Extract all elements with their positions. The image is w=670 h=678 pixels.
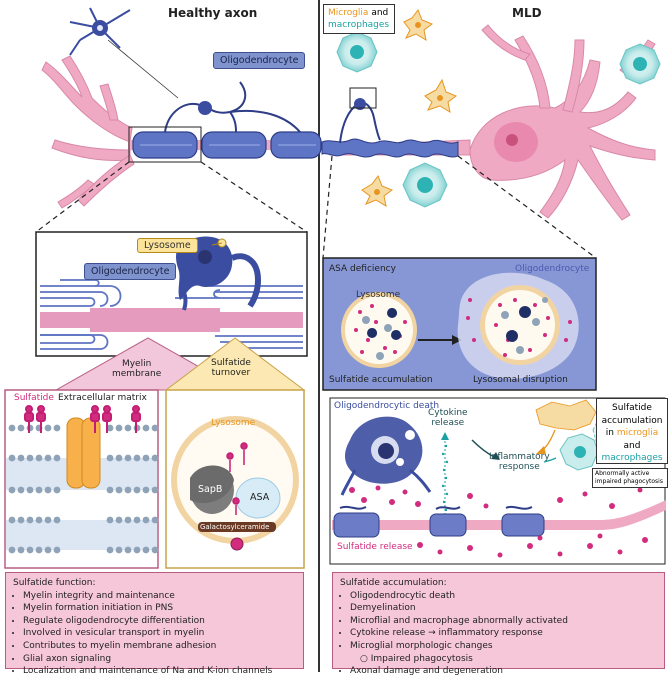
zoom-myelin <box>40 279 303 350</box>
mld-oligodendrocyte-label: Oligodendrocyte <box>515 264 590 274</box>
small-neuron-icon <box>69 7 179 99</box>
callout-line1: Sulfatide <box>612 403 652 413</box>
sulfatide-accumulation-box: Sulfatide accumulation: Oligodendrocytic… <box>332 572 665 676</box>
oligodendrocyte-label: Oligodendrocyte <box>213 52 306 69</box>
list-item: Axonal damage and degeneration <box>350 665 657 678</box>
accumulation-list: Oligodendrocytic death Demyelination Mic… <box>340 590 657 678</box>
disrupted-lysosome <box>466 285 572 365</box>
turnover-sulfatides <box>226 442 248 515</box>
lipid-heads <box>8 424 159 554</box>
sulfatide-function-box: Sulfatide function: Myelin integrity and… <box>5 572 304 676</box>
list-item: Microglial morphologic changes <box>350 640 657 653</box>
oligodendrocytic-death-label: Oligodendrocytic death <box>334 401 440 411</box>
sulfatide-label: Sulfatide <box>14 393 54 403</box>
mld-title: MLD <box>512 6 542 20</box>
and-word: and <box>371 8 389 18</box>
zoom-lysosome-label: Lysosome <box>137 238 198 253</box>
activated-microglia <box>535 399 597 431</box>
list-item: Involved in vesicular transport in myeli… <box>23 627 296 640</box>
sulfatide-turnover-title: Sulfatide turnover <box>211 358 251 378</box>
callout-macrophages: macrophages <box>601 453 663 463</box>
asa-deficiency-label: ASA deficiency <box>329 264 396 274</box>
released-sulfatide-dots <box>349 485 648 558</box>
function-heading: Sulfatide function: <box>13 578 96 588</box>
membrane-bilayer <box>6 428 157 550</box>
healthy-oligodendrocyte <box>164 81 301 133</box>
healthy-neuron <box>41 55 135 209</box>
list-item: Demyelination <box>350 602 657 615</box>
abnormal-activity-note: Abnormally active impaired phagocytosis <box>592 468 668 488</box>
sulfatide-release-label: Sulfatide release <box>337 542 413 552</box>
damaged-myelin <box>321 138 459 158</box>
turnover-lysosome-label: Lysosome <box>211 418 256 428</box>
extracellular-matrix-label: Extracellular matrix <box>58 393 147 403</box>
macrophage-cells <box>336 31 661 208</box>
inflammatory-response-label: Inflammatory response <box>489 452 550 472</box>
callout-microglia: microglia <box>616 428 659 438</box>
healthy-axon-title: Healthy axon <box>168 6 258 20</box>
list-item: Contributes to myelin membrane adhesion <box>23 640 296 653</box>
list-item: Regulate oligodendrocyte differentiation <box>23 615 296 628</box>
function-list: Myelin integrity and maintenance Myelin … <box>13 590 296 678</box>
cytokine-release-label: Cytokine release <box>428 408 468 428</box>
accumulation-heading: Sulfatide accumulation: <box>340 578 447 588</box>
enzymes <box>190 465 281 551</box>
sapb-label: SapB <box>198 484 223 495</box>
mld-lysosome-label: Lysosome <box>356 290 401 300</box>
list-item: Myelin integrity and maintenance <box>23 590 296 603</box>
macrophages-word: macrophages <box>328 20 390 30</box>
mld-lower-axon <box>332 500 666 538</box>
center-divider <box>318 0 320 672</box>
myelin-membrane-title: Myelin membrane <box>112 359 162 379</box>
lysosomal-disruption-label: Lysosomal disruption <box>473 375 568 385</box>
sulfatide-molecules <box>24 405 141 433</box>
membrane-protein <box>66 417 101 489</box>
callout-in: in <box>605 428 614 438</box>
asa-label: ASA <box>250 492 270 503</box>
list-item: Glial axon signaling <box>23 653 296 666</box>
lysosome-contents-1 <box>354 304 407 360</box>
accumulation-callout: Sulfatide accumulation in microglia and … <box>596 398 668 464</box>
healthy-axon <box>128 131 322 159</box>
microglia-macrophages-legend: Microglia and macrophages <box>323 4 395 34</box>
callout-line2: accumulation <box>601 415 663 426</box>
galactosylceramide-label: Galactosylceramide <box>200 523 270 531</box>
callout-line3: in microglia and <box>600 427 664 452</box>
mld-oligodendrocyte <box>339 102 381 144</box>
zoom-oligodendrocyte-label: Oligodendrocyte <box>84 263 177 280</box>
list-item: Myelin formation initiation in PNS <box>23 602 296 615</box>
dying-oligodendrocyte <box>340 416 432 496</box>
list-item: Cytokine release → inflammatory response <box>350 627 657 640</box>
list-item: Microflial and macrophage abnormally act… <box>350 615 657 628</box>
list-item: Localization and maintenance of Na and K… <box>23 665 296 678</box>
callout-and: and <box>623 440 641 451</box>
list-item: Oligodendrocytic death <box>350 590 657 603</box>
list-sub-item: ○ Impaired phagocytosis <box>360 653 473 664</box>
microglia-word: Microglia <box>328 8 369 18</box>
sulfatide-accumulation-label: Sulfatide accumulation <box>329 375 433 385</box>
